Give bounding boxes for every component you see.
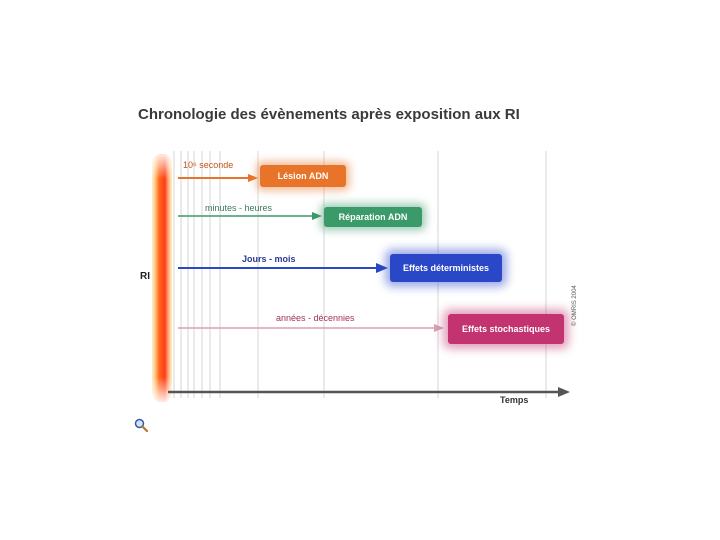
axis-label-temps: Temps: [500, 395, 529, 405]
time-label-2: minutes - heures: [205, 203, 273, 213]
magnifier-icon[interactable]: [134, 418, 148, 432]
time-label-3: Jours - mois: [242, 254, 296, 264]
time-label-4: années - décennies: [276, 313, 355, 323]
effect-box-stochastiques: Effets stochastiques: [448, 314, 564, 344]
ri-source-bar: [152, 154, 172, 402]
effect-box-reparation: Réparation ADN: [324, 207, 422, 227]
event-arrow-3: [178, 263, 388, 273]
copyright-text: © OMRIS 2004: [572, 285, 578, 326]
event-arrow-4: [178, 324, 444, 332]
timeline-graphic: [152, 151, 570, 402]
effect-box-deterministes: Effets déterministes: [390, 254, 502, 282]
event-arrow-2: [178, 212, 322, 220]
time-label-1: 10⁶ seconde: [183, 160, 234, 170]
effect-box-lesion: Lésion ADN: [260, 165, 346, 187]
time-axis: [168, 387, 570, 397]
diagram-title: Chronologie des évènements après exposit…: [138, 106, 520, 123]
diagram-figure: Chronologie des évènements après exposit…: [128, 96, 590, 438]
event-arrow-1: [178, 174, 258, 182]
ri-label: RI: [140, 271, 150, 282]
